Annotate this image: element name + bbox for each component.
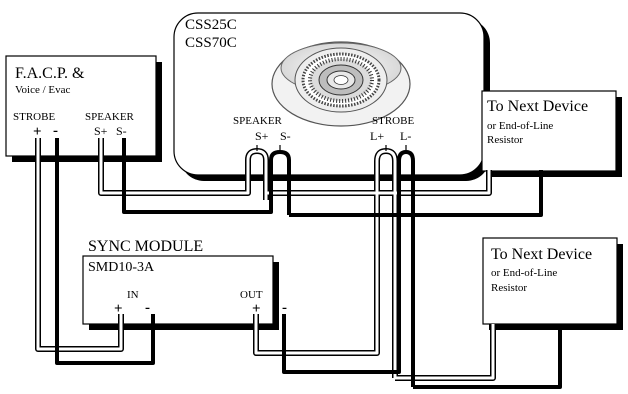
facp-speaker-plus: S+ [94, 124, 108, 138]
sync-out-plus: + [252, 301, 261, 317]
device-strobe-minus: L- [400, 129, 411, 143]
next-device-top-panel: To Next Device or End-of-Line Resistor [481, 90, 617, 172]
device-speaker-minus: S- [280, 129, 291, 143]
device-strobe-label: STROBE [372, 115, 414, 127]
sync-module-in-label: IN [127, 289, 139, 301]
facp-strobe-label: STROBE [13, 111, 55, 123]
negative-wires [55, 138, 562, 389]
facp-speaker-label: SPEAKER [85, 111, 135, 123]
device-speaker-plus: S+ [255, 129, 269, 143]
next-device-top-title: To Next Device [487, 98, 588, 115]
sync-module-heading: SYNC MODULE [88, 238, 203, 255]
sync-in-minus: - [145, 300, 150, 316]
next-device-bottom-line3: Resistor [491, 282, 527, 294]
next-device-bottom-title: To Next Device [491, 246, 592, 263]
facp-panel: F.A.C.P. & Voice / Evac STROBE SPEAKER +… [5, 55, 157, 157]
next-device-bottom-panel: To Next Device or End-of-Line Resistor [482, 237, 618, 325]
device-model-b: CSS70C [185, 35, 237, 51]
next-device-top-line2: or End-of-Line [487, 120, 553, 132]
sync-module-model: SMD10-3A [88, 260, 155, 275]
next-device-top-line3: Resistor [487, 134, 523, 146]
facp-title: F.A.C.P. & [15, 65, 85, 82]
facp-strobe-minus: - [53, 123, 58, 139]
sync-in-plus: + [114, 301, 123, 317]
device-panel: CSS25C CSS70C SPEAKER STROBE S+ S- L+ L- [173, 12, 485, 176]
device-model-a: CSS25C [185, 17, 237, 33]
facp-subtitle: Voice / Evac [15, 84, 71, 96]
facp-speaker-minus: S- [116, 124, 127, 138]
sync-out-minus: - [282, 300, 287, 316]
sync-module-panel: SYNC MODULE SMD10-3A IN OUT + - + - [82, 238, 287, 325]
speaker-strobe-icon [271, 41, 411, 127]
facp-strobe-plus: + [33, 124, 42, 140]
wiring [35, 138, 562, 389]
positive-wires-core [36, 138, 495, 380]
next-device-bottom-line2: or End-of-Line [491, 267, 557, 279]
device-speaker-label: SPEAKER [233, 115, 283, 127]
sync-module-out-label: OUT [240, 289, 263, 301]
device-strobe-plus: L+ [370, 129, 384, 143]
device-terminals [256, 145, 407, 152]
